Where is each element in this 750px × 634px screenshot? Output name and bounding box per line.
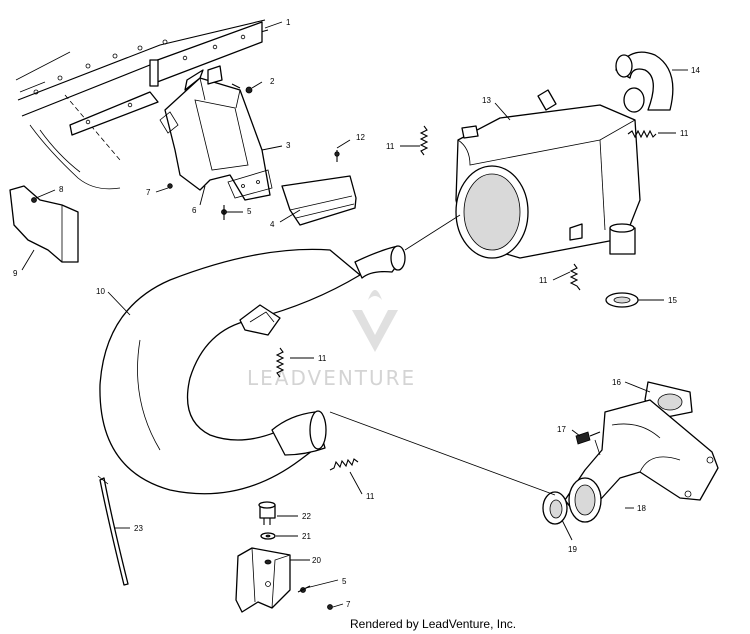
callout-5-upper: 5 xyxy=(247,207,252,216)
exhaust-elbow-14 xyxy=(615,51,674,113)
spring-11-pipe xyxy=(275,347,285,378)
callout-11-upper-left: 11 xyxy=(386,142,395,151)
callout-7-lower: 7 xyxy=(346,600,351,609)
watermark-text: LEADVENTURE xyxy=(247,366,416,390)
callout-15: 15 xyxy=(668,296,677,305)
callout-numbers: 1 2 3 4 5 5 6 7 7 8 9 10 11 11 11 11 11 … xyxy=(13,18,700,609)
callout-9: 9 xyxy=(13,269,18,278)
callout-2: 2 xyxy=(270,77,275,86)
gasket-15 xyxy=(605,223,639,308)
callout-8: 8 xyxy=(59,185,64,194)
heat-shield-plate-1 xyxy=(149,21,263,87)
silencer-13 xyxy=(455,89,641,259)
bolt-2 xyxy=(231,83,253,94)
bolt-17 xyxy=(575,431,601,445)
callout-22: 22 xyxy=(302,512,311,521)
rendered-by-credit: Rendered by LeadVenture, Inc. xyxy=(350,617,517,631)
side-shield-9 xyxy=(9,185,79,263)
exhaust-manifold-18 xyxy=(564,399,719,523)
callout-3: 3 xyxy=(286,141,291,150)
callout-19: 19 xyxy=(568,545,577,554)
callout-6: 6 xyxy=(192,206,197,215)
callout-11-lower: 11 xyxy=(366,492,375,501)
fastener-7-upper xyxy=(167,183,173,189)
callout-12: 12 xyxy=(356,133,365,142)
callout-23: 23 xyxy=(134,524,143,533)
spring-11-lower xyxy=(329,458,359,471)
washer-21 xyxy=(260,532,276,540)
rubber-mount-22 xyxy=(258,501,276,525)
callout-16: 16 xyxy=(612,378,621,387)
callout-10: 10 xyxy=(96,287,105,296)
callout-11-upper-right: 11 xyxy=(680,129,689,138)
fastener-7-lower xyxy=(327,604,333,610)
spring-11-upper-left xyxy=(419,125,429,156)
callout-21: 21 xyxy=(302,532,311,541)
callout-7-upper: 7 xyxy=(146,188,151,197)
callout-4: 4 xyxy=(270,220,275,229)
callout-14: 14 xyxy=(691,66,700,75)
seal-ring-19 xyxy=(542,491,568,525)
callout-13: 13 xyxy=(482,96,491,105)
expansion-chamber-10 xyxy=(99,245,406,495)
routing-lines xyxy=(329,214,601,496)
deflector-4 xyxy=(281,175,357,226)
spring-11-upper-right xyxy=(627,129,657,139)
exhaust-bracket xyxy=(159,65,273,201)
callout-18: 18 xyxy=(637,504,646,513)
heat-shield-plate-lower xyxy=(69,91,159,136)
callout-1: 1 xyxy=(286,18,291,27)
mount-bracket-20 xyxy=(235,547,291,613)
strap-23 xyxy=(97,475,129,586)
callout-11-middle: 11 xyxy=(539,276,548,285)
spring-11-middle xyxy=(569,263,581,291)
callout-17: 17 xyxy=(557,425,566,434)
leader-lines xyxy=(21,21,688,608)
fastener-5-lower xyxy=(297,585,311,593)
leadventure-watermark: LEADVENTURE xyxy=(247,290,416,390)
fastener-5-upper xyxy=(221,205,227,220)
screw-12 xyxy=(334,150,340,162)
callout-5-lower: 5 xyxy=(342,577,347,586)
callout-20: 20 xyxy=(312,556,321,565)
callout-11-pipe: 11 xyxy=(318,354,327,363)
